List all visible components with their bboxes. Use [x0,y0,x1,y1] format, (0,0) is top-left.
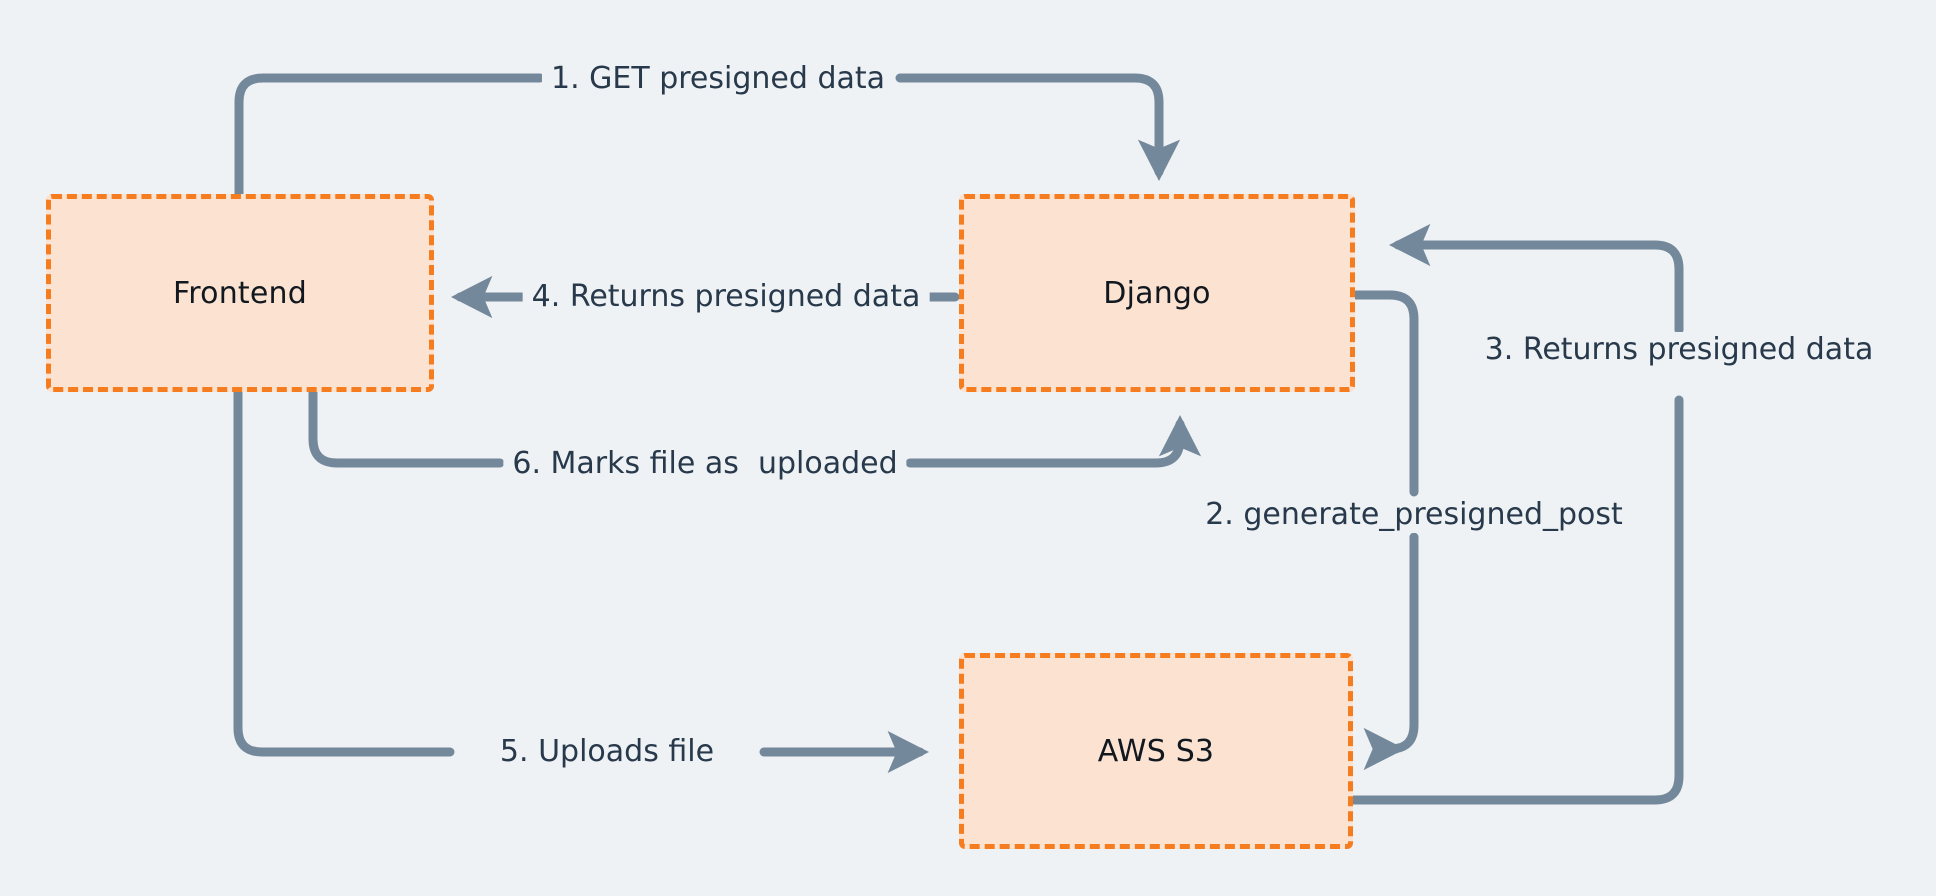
node-django[interactable]: Django [959,194,1355,392]
node-frontend-label: Frontend [173,275,307,311]
edge-1-path-b [895,73,1181,182]
edge-3-path [1347,395,1684,805]
node-aws-s3[interactable]: AWS S3 [959,653,1353,849]
edge-label-5: 5. Uploads file [490,734,724,770]
node-aws-s3-label: AWS S3 [1097,733,1215,769]
edge-label-2: 2. generate_presigned_post [1196,497,1632,533]
edge-label-4: 4. Returns presigned data [522,279,930,315]
edge-3-path-b [1388,223,1684,335]
edge-label-6: 6. Marks file as uploaded [503,446,907,482]
edge-6-path-b [905,414,1202,468]
edge-label-1: 1. GET presigned data [541,61,895,97]
edge-5-path [233,387,455,757]
edge-6-path [308,387,505,468]
edge-label-3: 3. Returns presigned data [1475,332,1883,368]
node-django-label: Django [1103,275,1211,311]
edge-2-path-b [1363,532,1419,771]
edge-2-path [1351,290,1419,497]
node-frontend[interactable]: Frontend [46,194,434,392]
edge-1-path [234,73,545,202]
